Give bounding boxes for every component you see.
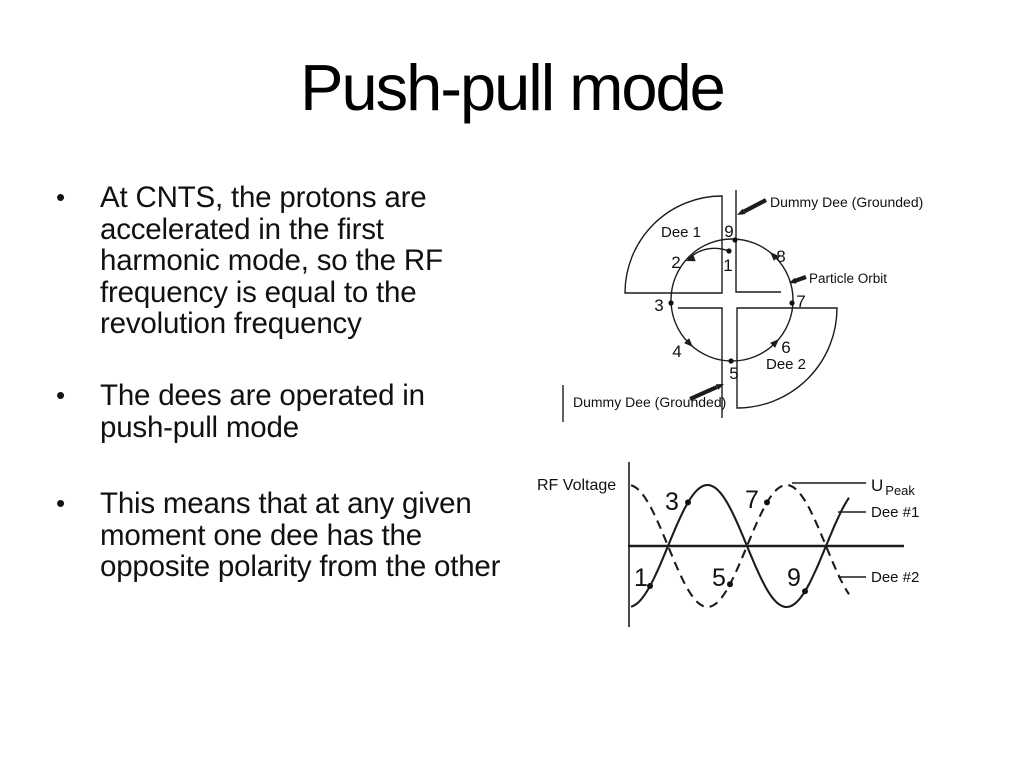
dee2-label: Dee 2 bbox=[766, 356, 806, 373]
bullet-text: The dees are operated in push-pull mode bbox=[100, 379, 425, 444]
orbit-position-number: 5 bbox=[729, 364, 738, 383]
orbit-arrowhead-4 bbox=[684, 338, 693, 347]
orbit-arrowhead-6 bbox=[770, 339, 779, 348]
bullet-text: This means that at any given moment one … bbox=[100, 487, 501, 583]
orbit-position-number: 9 bbox=[724, 222, 733, 241]
particle-orbit-pointer-arrow bbox=[789, 275, 807, 284]
orbit-position-number: 4 bbox=[672, 342, 681, 361]
y-axis-label: RF Voltage bbox=[537, 477, 616, 494]
waveform-point-number: 7 bbox=[745, 486, 759, 514]
orbit-position-dot bbox=[726, 248, 732, 254]
dee1-electrode bbox=[624, 195, 723, 294]
dummy-dee-top-label: Dummy Dee (Grounded) bbox=[770, 194, 923, 210]
dee1-waveform bbox=[630, 483, 850, 609]
orbit-position-dot bbox=[728, 358, 734, 364]
bullet-item: • This means that at any given moment on… bbox=[56, 488, 536, 583]
orbit-position-number: 8 bbox=[776, 247, 785, 266]
page-title: Push-pull mode bbox=[300, 51, 726, 124]
waveform-point-dot bbox=[727, 581, 733, 588]
waveform-point-dot bbox=[685, 499, 691, 506]
bullet-text: At CNTS, the protons are accelerated in … bbox=[100, 181, 443, 340]
orbit-position-dot bbox=[789, 300, 795, 306]
orbit-position-number: 3 bbox=[654, 296, 663, 315]
waveform-point-number: 3 bbox=[665, 488, 679, 516]
orbit-numbers: 1 2 3 4 5 6 7 8 9 bbox=[654, 222, 805, 383]
bullet-item: • The dees are operated in push-pull mod… bbox=[56, 380, 536, 443]
particle-orbit-label: Particle Orbit bbox=[809, 271, 887, 286]
bullet-item: • At CNTS, the protons are accelerated i… bbox=[56, 182, 536, 340]
orbit-position-dot bbox=[668, 300, 674, 306]
dummy-bottom-pointer-arrow bbox=[689, 384, 724, 401]
waveform-point-dot bbox=[764, 499, 770, 506]
orbit-position-number: 2 bbox=[671, 253, 680, 272]
bullet-marker: • bbox=[56, 488, 65, 518]
orbit-position-dot bbox=[732, 237, 738, 243]
dummy-top-pointer-arrow bbox=[737, 198, 767, 215]
orbit-position-number: 1 bbox=[723, 256, 732, 275]
dee1-series-label: Dee #1 bbox=[871, 504, 919, 521]
bullet-marker: • bbox=[56, 182, 65, 212]
dee1-label: Dee 1 bbox=[661, 224, 701, 241]
dummy-dee-top-edge bbox=[735, 190, 781, 293]
marked-points: 1 3 5 7 9 bbox=[634, 486, 808, 595]
orbit-position-number: 7 bbox=[796, 292, 805, 311]
orbit-arrowhead-8 bbox=[770, 252, 779, 261]
waveform-point-number: 1 bbox=[634, 564, 648, 592]
bullet-marker: • bbox=[56, 380, 65, 410]
dee2-electrode bbox=[736, 307, 838, 409]
waveform-point-number: 9 bbox=[787, 564, 801, 592]
dummy-dee-bottom-label: Dummy Dee (Grounded) bbox=[573, 394, 726, 410]
waveform-point-number: 5 bbox=[712, 564, 726, 592]
orbit-arrowhead-2 bbox=[686, 254, 696, 262]
waveform-point-dot bbox=[647, 583, 653, 589]
waveform-point-dot bbox=[802, 588, 808, 595]
dee-diagram: Dee 1 Dee 2 Dummy Dee (Grounded) Dummy D… bbox=[562, 190, 923, 422]
orbit-position-number: 6 bbox=[781, 338, 790, 357]
dee2-series-label: Dee #2 bbox=[871, 569, 919, 586]
dummy-dee-bottom-edge bbox=[678, 307, 723, 418]
